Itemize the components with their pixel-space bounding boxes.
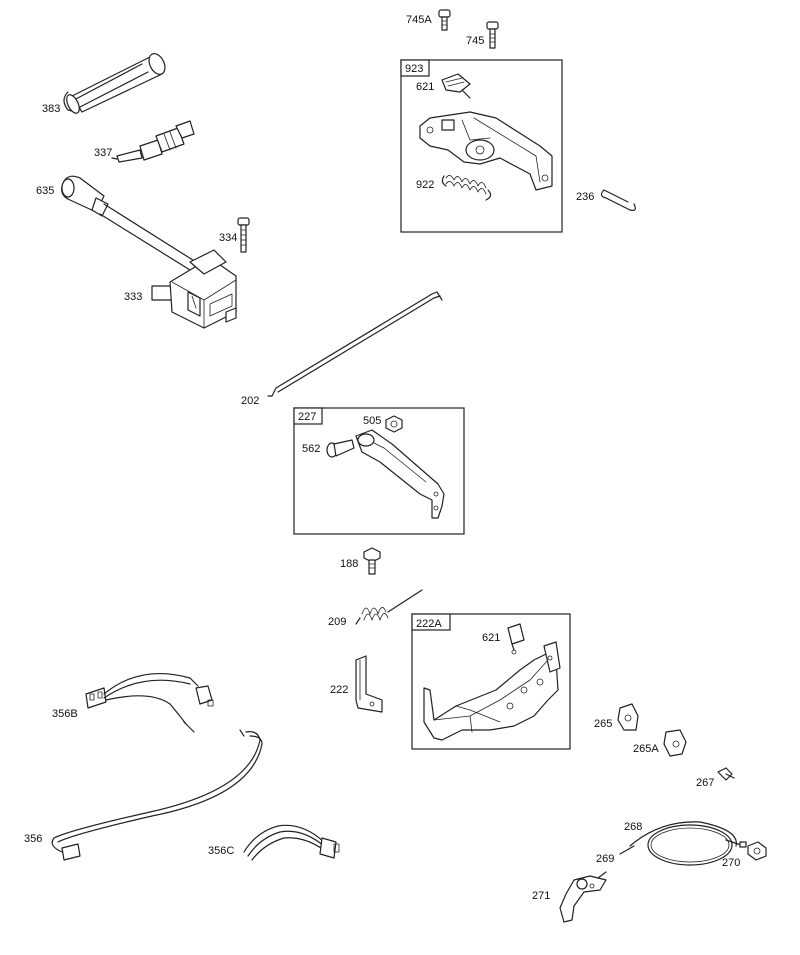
label-268: 268 bbox=[624, 821, 642, 833]
label-356c: 356C bbox=[208, 845, 234, 857]
group-227-label: 227 bbox=[298, 411, 316, 423]
label-236: 236 bbox=[576, 191, 594, 203]
label-222: 222 bbox=[330, 684, 348, 696]
part-271-lever bbox=[559, 871, 607, 923]
label-270: 270 bbox=[722, 857, 740, 869]
part-222-bracket bbox=[355, 655, 383, 713]
part-333-armature bbox=[151, 249, 237, 329]
label-356b: 356B bbox=[52, 708, 78, 720]
part-control-lever bbox=[355, 429, 445, 519]
label-356: 356 bbox=[24, 833, 42, 845]
part-745a-bolt bbox=[438, 9, 451, 31]
part-356-wire bbox=[51, 729, 263, 861]
label-267: 267 bbox=[696, 777, 714, 789]
part-562-pin bbox=[326, 439, 355, 458]
label-269: 269 bbox=[596, 853, 614, 865]
label-635: 635 bbox=[36, 185, 54, 197]
part-202-link bbox=[267, 291, 443, 397]
label-337: 337 bbox=[94, 147, 112, 159]
part-505-nut bbox=[385, 415, 403, 433]
label-621-bottom: 621 bbox=[482, 632, 500, 644]
label-745: 745 bbox=[466, 35, 484, 47]
label-271: 271 bbox=[532, 890, 550, 902]
group-923-label: 923 bbox=[405, 63, 423, 75]
label-209: 209 bbox=[328, 616, 346, 628]
part-356b-harness bbox=[85, 672, 214, 733]
part-209-spring bbox=[355, 589, 423, 625]
part-621-clip-bottom bbox=[507, 623, 525, 655]
part-268-cable bbox=[619, 821, 747, 866]
group-222a: 222A 621 bbox=[411, 613, 571, 750]
label-265: 265 bbox=[594, 718, 612, 730]
part-267-screw bbox=[717, 767, 735, 781]
label-265a: 265A bbox=[633, 743, 659, 755]
label-202: 202 bbox=[241, 395, 259, 407]
part-265-cam bbox=[617, 703, 639, 731]
label-188: 188 bbox=[340, 558, 358, 570]
part-922-spring bbox=[441, 175, 492, 201]
label-333: 333 bbox=[124, 291, 142, 303]
part-334-screw bbox=[237, 217, 250, 253]
group-227: 227 505 562 bbox=[293, 407, 465, 535]
part-270-nut bbox=[747, 841, 767, 861]
part-621-clip-top bbox=[441, 73, 471, 99]
label-505: 505 bbox=[363, 415, 381, 427]
label-922: 922 bbox=[416, 179, 434, 191]
part-356c-jumper bbox=[243, 824, 340, 861]
label-562: 562 bbox=[302, 443, 320, 455]
label-383: 383 bbox=[42, 103, 60, 115]
part-bracket-assembly bbox=[423, 641, 561, 741]
part-188-screw bbox=[363, 547, 381, 575]
group-222a-label: 222A bbox=[416, 618, 442, 630]
part-635-boot-wire bbox=[61, 175, 197, 271]
part-control-plate bbox=[419, 111, 553, 191]
part-236-link bbox=[600, 189, 636, 211]
label-745a: 745A bbox=[406, 14, 432, 26]
label-334: 334 bbox=[219, 232, 237, 244]
part-383-tool bbox=[63, 53, 166, 114]
label-621-top: 621 bbox=[416, 81, 434, 93]
group-923: 923 621 922 bbox=[400, 59, 563, 233]
part-745-bolt bbox=[486, 21, 499, 49]
part-265a-cam bbox=[663, 729, 687, 757]
part-337-spark-plug bbox=[111, 120, 195, 163]
